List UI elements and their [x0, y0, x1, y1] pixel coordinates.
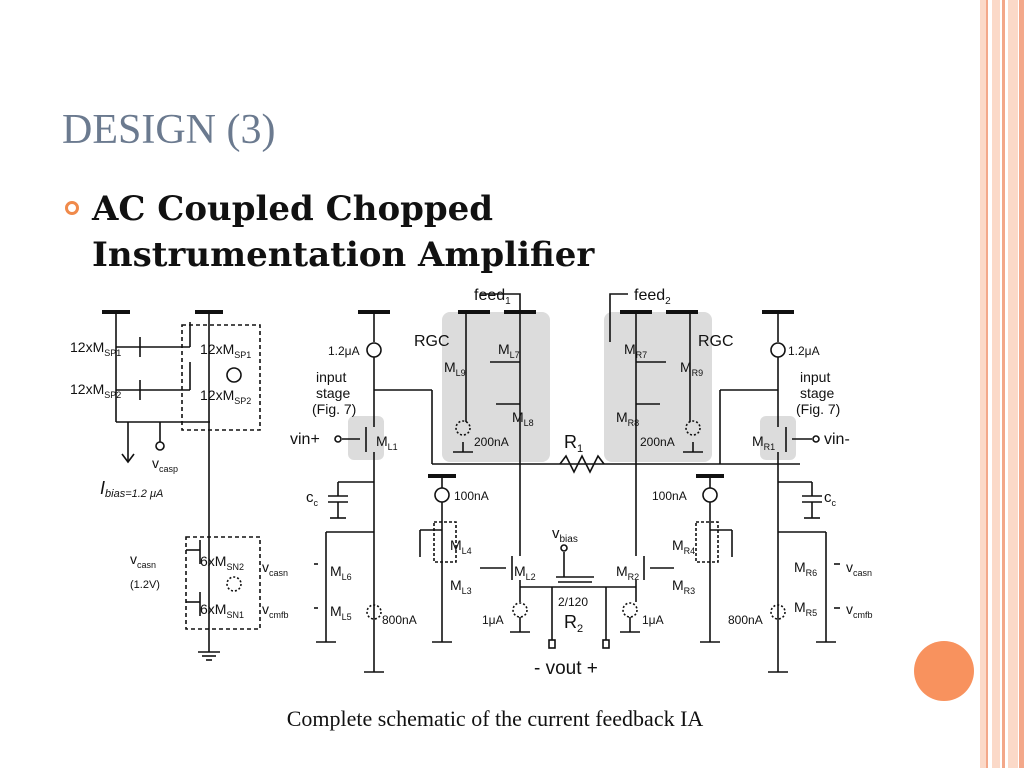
label-sp1-left: 12xMSP1 [70, 339, 121, 358]
label-sn1: 6xMSN1 [200, 601, 244, 620]
decor-stripe-1 [980, 0, 986, 768]
label-input-left-1: input [316, 369, 346, 385]
label-mr5: MR5 [794, 599, 817, 618]
decor-stripe-4 [1002, 0, 1005, 768]
label-mr4: MR4 [672, 537, 695, 556]
label-mr6: MR6 [794, 559, 817, 578]
label-rgc-right: RGC [698, 333, 734, 350]
decor-stripe-2 [986, 0, 988, 768]
label-vcasp: vcasp [152, 455, 178, 474]
label-rgc-left: RGC [414, 333, 450, 350]
label-vout: - vout + [534, 658, 598, 679]
label-mr3: MR3 [672, 577, 695, 596]
label-ml4: ML4 [450, 537, 472, 556]
label-ml3: ML3 [450, 577, 472, 596]
bullet-text: AC Coupled Chopped Instrumentation Ampli… [92, 189, 595, 275]
label-vin-plus: vin+ [290, 431, 320, 448]
label-ml8: ML8 [512, 409, 534, 428]
slide-title: DESIGN (3) [62, 107, 276, 153]
label-vbias: vbias [552, 525, 578, 545]
label-vcmfb-mr: vcmfb [846, 601, 873, 620]
label-cur1-right: 1μA [642, 613, 664, 627]
label-vcmfb-ml: vcmfb [262, 601, 289, 620]
label-sn2: 6xMSN2 [200, 553, 244, 572]
label-cur800-left: 800nA [382, 613, 417, 627]
label-ml7: ML7 [498, 341, 520, 360]
label-vcasn-mr: vcasn [846, 559, 872, 578]
label-sp1-box: 12xMSP1 [200, 341, 251, 360]
label-vin-minus: vin- [824, 431, 850, 448]
label-mr8: MR8 [616, 409, 639, 428]
label-mr1: MR1 [752, 433, 775, 452]
label-cur100-right: 100nA [652, 489, 687, 503]
label-ml6: ML6 [330, 563, 352, 582]
label-cc-right: cc [824, 489, 837, 508]
label-cur800-right: 800nA [728, 613, 763, 627]
label-ml5: ML5 [330, 603, 352, 622]
label-sp2-left: 12xMSP2 [70, 381, 121, 400]
label-ibias: Ibias=1.2 μA [100, 478, 163, 500]
decor-stripe-5 [1008, 0, 1018, 768]
circuit-schematic: 12xMSP1 12xMSP2 12xMSP1 12xMSP2 vcasp Ib… [70, 287, 873, 679]
label-input-left-2: stage [316, 385, 350, 401]
label-vcasn-ml: vcasn [262, 559, 288, 578]
figure-caption: Complete schematic of the current feedba… [286, 706, 704, 731]
label-sp2-box: 12xMSP2 [200, 387, 251, 406]
label-ml9: ML9 [444, 359, 466, 378]
label-feed1: feed1 [474, 287, 511, 307]
label-mr7: MR7 [624, 341, 647, 360]
label-cur-right: 1.2μA [788, 344, 820, 358]
label-cur1-left: 1μA [482, 613, 504, 627]
label-feed2: feed2 [634, 287, 671, 307]
label-cc-left: cc [306, 489, 319, 508]
label-ratio: 2/120 [558, 595, 588, 609]
label-cur-left: 1.2μA [328, 344, 360, 358]
label-input-right-3: (Fig. 7) [796, 401, 840, 417]
decor-stripe-6 [1019, 0, 1024, 768]
decor-circle [914, 641, 974, 701]
label-input-left-3: (Fig. 7) [312, 401, 356, 417]
label-input-right-2: stage [800, 385, 834, 401]
label-mr9: MR9 [680, 359, 703, 378]
label-cur100-left: 100nA [454, 489, 489, 503]
decor-stripe-3 [992, 0, 1000, 768]
label-ml1: ML1 [376, 433, 398, 452]
label-input-right-1: input [800, 369, 830, 385]
label-1-2v: (1.2V) [130, 579, 160, 591]
label-mr2: MR2 [616, 563, 639, 582]
ring-bullet-icon [65, 201, 79, 215]
label-ml2: ML2 [514, 563, 536, 582]
label-r1: R1 [564, 432, 583, 455]
label-vcasn-left: vcasn [130, 551, 156, 570]
label-r2: R2 [564, 612, 583, 635]
label-cur200-right: 200nA [640, 435, 675, 449]
label-cur200-left: 200nA [474, 435, 509, 449]
